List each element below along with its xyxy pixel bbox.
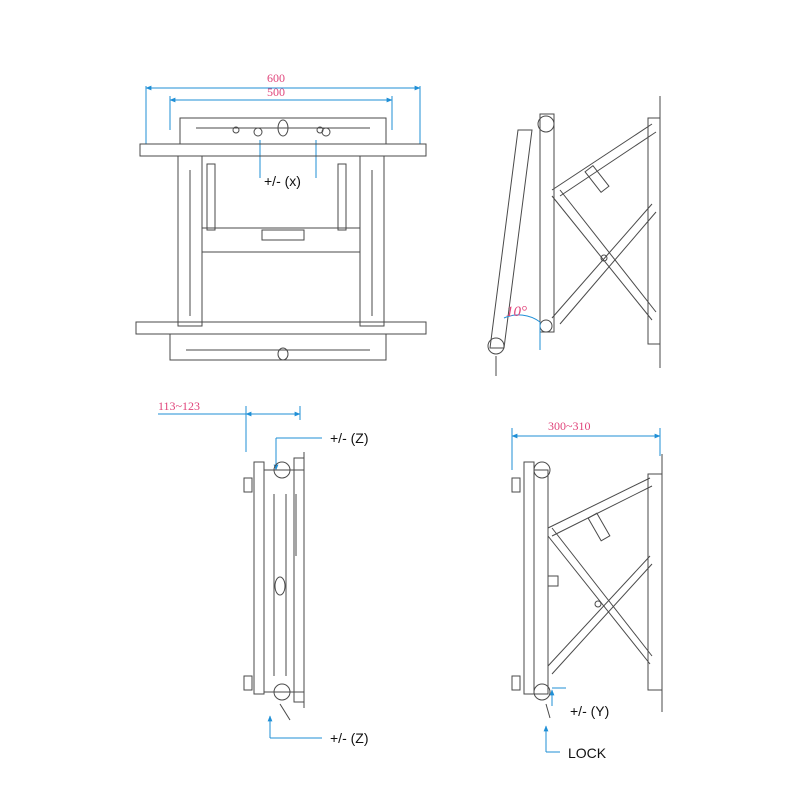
adjust-z-bottom-label: +/- (Z): [330, 730, 369, 746]
tilted-side-view: [487, 96, 661, 376]
front-dimension-lines: [145, 85, 421, 178]
dim-600-label: 600: [267, 71, 285, 85]
adjust-z-top-label: +/- (Z): [330, 430, 369, 446]
depth-extended-label: 300~310: [548, 419, 591, 433]
front-view: [135, 85, 427, 361]
extended-side-view: [511, 428, 663, 753]
lock-label: LOCK: [568, 745, 607, 761]
extended-dimension-lines: [511, 428, 661, 753]
dim-500-label: 500: [267, 85, 285, 99]
adjust-y-label: +/- (Y): [570, 703, 609, 719]
tilt-angle-label: 10°: [506, 304, 527, 320]
collapsed-dimension-lines: [158, 406, 322, 739]
collapsed-side-view: [158, 406, 322, 739]
depth-collapsed-label: 113~123: [158, 399, 200, 413]
adjust-x-label: +/- (x): [264, 173, 301, 189]
